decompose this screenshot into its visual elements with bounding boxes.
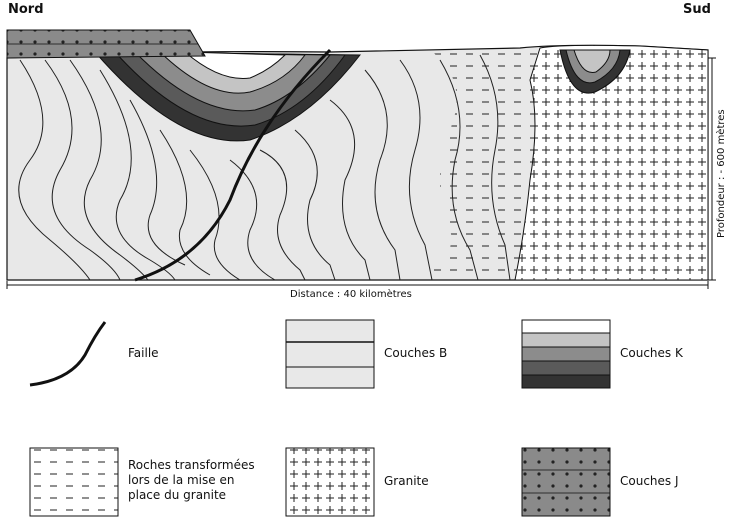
layers-k-small-fold [559, 49, 631, 94]
legend-fault-swatch [29, 321, 107, 387]
fault-line[interactable] [134, 48, 332, 282]
layers-k-syncline [93, 51, 362, 142]
depth-scale [708, 57, 716, 281]
folded-bedding-lines [18, 54, 511, 281]
legend-layers-j-label: Couches J [620, 474, 679, 488]
legend-layers-b-label: Couches B [384, 346, 448, 360]
legend-transformed-label: Roches transformées lors de la mise en p… [128, 458, 255, 502]
distance-scale [6, 281, 709, 289]
legend-granite-label: Granite [384, 474, 429, 488]
distance-label: Distance : 40 kilomètres [290, 289, 412, 300]
legend-layers-j-swatch [521, 447, 611, 517]
legend-transformed-swatch [29, 447, 119, 517]
north-label: Nord [8, 2, 44, 17]
depth-label: Profondeur : - 600 mètres [716, 109, 727, 238]
legend-fault-label: Faille [128, 346, 159, 360]
legend-layers-k-label: Couches K [620, 346, 683, 360]
legend-layers-k-swatch [521, 319, 611, 389]
transformed-rocks-area [405, 48, 540, 280]
south-label: Sud [683, 2, 711, 17]
legend-granite-swatch [285, 447, 375, 517]
legend-layers-b-swatch [285, 319, 375, 389]
